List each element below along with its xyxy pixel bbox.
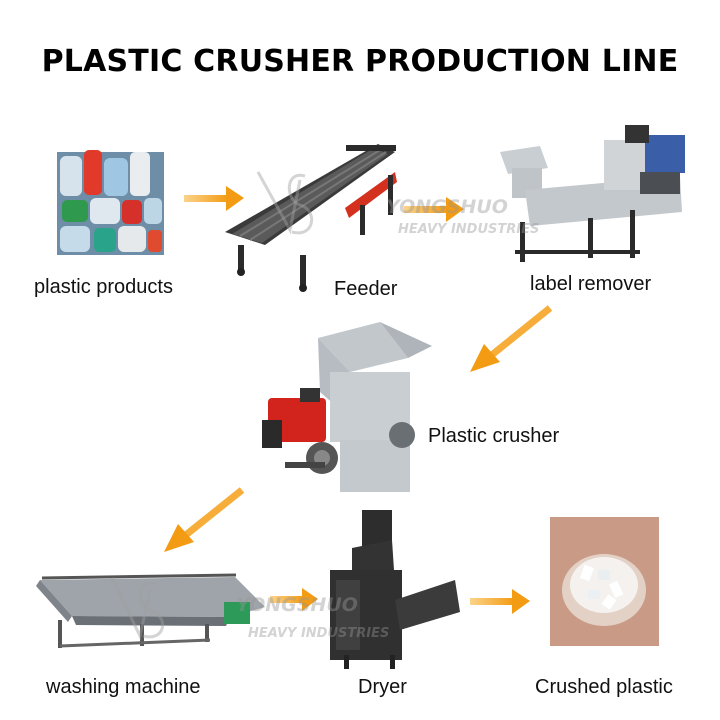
diagram-title: PLASTIC CRUSHER PRODUCTION LINE [41,44,679,79]
arrow-feeder-to-remover [404,197,464,222]
arrow-crusher-to-washer [164,487,245,552]
crushed-plastic-label: Crushed plastic [535,676,673,698]
label-remover-label: label remover [530,273,652,295]
label-remover-image [500,125,685,262]
feeder-image [225,144,397,292]
arrow-products-to-feeder [184,186,244,211]
dryer-label: Dryer [358,676,407,698]
plastic-products-image [57,150,164,255]
washing-machine-image [36,573,265,648]
arrow-dryer-to-crushed [470,589,530,614]
arrow-remover-to-crusher [470,305,553,372]
plastic-crusher-label: Plastic crusher [428,425,560,447]
watermark-logo [110,171,314,641]
plastic-products-label: plastic products [34,276,173,298]
dryer-image [330,510,460,669]
crushed-plastic-image [550,517,659,646]
washing-machine-label: washing machine [46,676,201,698]
plastic-crusher-image [262,322,432,492]
arrow-washer-to-dryer [270,588,318,611]
feeder-label: Feeder [334,278,398,300]
